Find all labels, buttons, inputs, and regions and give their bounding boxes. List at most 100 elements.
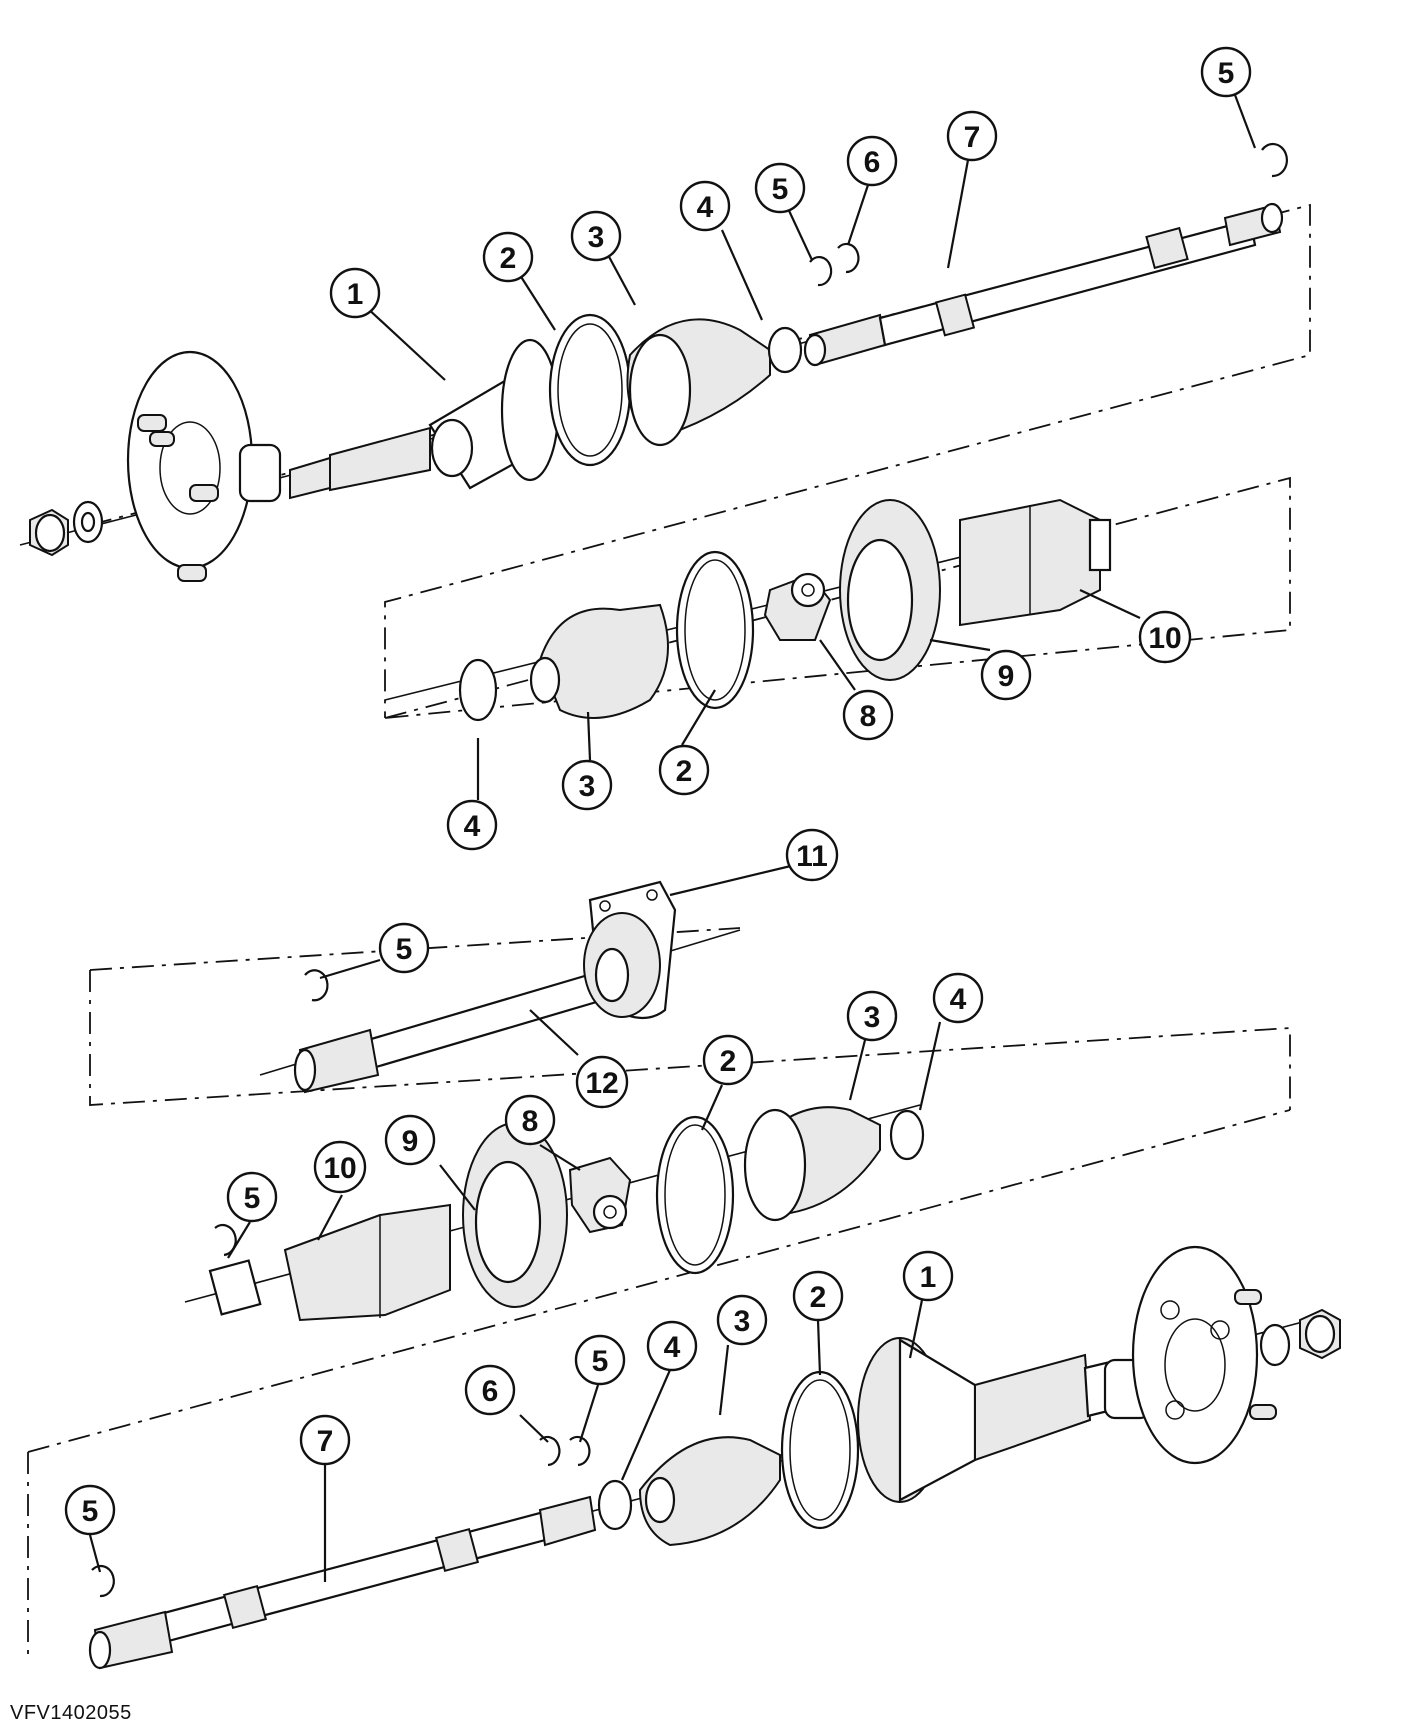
callout-bubble: 4 — [646, 1320, 698, 1372]
callout-bubble: 12 — [575, 1055, 629, 1109]
callout-bubble: 8 — [504, 1094, 556, 1146]
cv-boot-row4 — [743, 1106, 881, 1222]
svg-text:1: 1 — [347, 278, 364, 311]
lower-shaft-assembly — [88, 1245, 1341, 1670]
cv-boot-lower — [638, 1436, 781, 1547]
callout-bubble: 7 — [299, 1414, 351, 1466]
svg-text:4: 4 — [697, 191, 714, 224]
callout-bubble: 5 — [64, 1484, 116, 1536]
svg-text:3: 3 — [734, 1305, 751, 1338]
svg-text:5: 5 — [82, 1495, 99, 1528]
callout-bubble: 2 — [658, 744, 710, 796]
shaft-upper — [878, 202, 1284, 347]
svg-text:4: 4 — [464, 810, 481, 843]
svg-text:2: 2 — [720, 1045, 737, 1078]
svg-text:5: 5 — [244, 1182, 261, 1215]
callout-bubble: 10 — [313, 1140, 367, 1194]
callout-bubble: 5 — [574, 1334, 626, 1386]
upper-shaft-assembly — [19, 142, 1289, 582]
wheel-hub-upper — [126, 350, 282, 582]
callout-bubble: 4 — [679, 180, 731, 232]
callout-bubble: 9 — [980, 649, 1032, 701]
cv-boot-upper — [626, 318, 771, 447]
svg-text:6: 6 — [864, 146, 881, 179]
callout-bubble: 10 — [1138, 610, 1192, 664]
callout-bubble: 7 — [946, 110, 998, 162]
callout-bubble: 4 — [932, 972, 984, 1024]
circlip-row3 — [304, 969, 329, 1002]
hub-nut-lower — [1299, 1308, 1341, 1360]
svg-text:3: 3 — [579, 770, 596, 803]
callout-bubble: 5 — [754, 162, 806, 214]
tulip-housing-row4 — [208, 1203, 451, 1322]
svg-text:7: 7 — [964, 121, 981, 154]
bearing-plate-row4 — [462, 1122, 568, 1308]
hub-nut-upper — [29, 508, 69, 557]
svg-text:12: 12 — [585, 1067, 618, 1100]
svg-text:8: 8 — [860, 700, 877, 733]
svg-text:10: 10 — [1148, 622, 1181, 655]
callout-bubble: 2 — [792, 1270, 844, 1322]
svg-text:11: 11 — [796, 840, 828, 873]
tripod-row2 — [763, 572, 832, 641]
inner-joint-assembly-upper — [384, 498, 1112, 722]
svg-text:3: 3 — [864, 1001, 881, 1034]
svg-text:2: 2 — [500, 242, 517, 275]
callout-bubble: 5 — [1200, 46, 1252, 98]
circlip-upper-a — [809, 255, 833, 287]
clamp-ring-lower — [780, 1370, 860, 1530]
tripod-row4 — [568, 1156, 632, 1234]
callout-bubble: 3 — [846, 990, 898, 1042]
splined-section-upper — [803, 313, 887, 367]
tulip-housing-row2 — [959, 498, 1112, 627]
washer-upper — [72, 500, 104, 544]
shaft-row3 — [293, 968, 612, 1094]
intermediate-shaft-assembly — [259, 880, 741, 1094]
snap-ring-row2 — [458, 658, 498, 722]
svg-text:5: 5 — [1218, 57, 1235, 90]
callout-bubble: 8 — [842, 689, 894, 741]
callout-bubble: 11 — [785, 828, 839, 882]
svg-text:7: 7 — [317, 1425, 334, 1458]
callout-bubble: 1 — [329, 267, 381, 319]
callout-bubble: 2 — [482, 231, 534, 283]
svg-text:5: 5 — [592, 1345, 609, 1378]
svg-text:4: 4 — [664, 1331, 681, 1364]
callout-bubble: 5 — [226, 1171, 278, 1223]
callout-bubble: 3 — [570, 210, 622, 262]
callout-bubble: 4 — [446, 799, 498, 851]
clamp-ring-row4 — [655, 1115, 735, 1275]
cv-boot-row2 — [529, 603, 669, 719]
svg-text:4: 4 — [950, 983, 967, 1016]
svg-text:1: 1 — [920, 1261, 937, 1294]
svg-text:3: 3 — [588, 221, 605, 254]
svg-text:5: 5 — [396, 933, 413, 966]
snap-ring-row4 — [889, 1109, 925, 1161]
spacer-ring-lower — [539, 1435, 561, 1467]
snap-ring-lower — [597, 1479, 633, 1531]
callout-bubble: 2 — [702, 1034, 754, 1086]
figure-id-label: VFV1402055 — [10, 1702, 132, 1724]
callouts: 1 2 3 4 5 5 6 7 4 3 2 8 9 10 11 5 12 10 … — [64, 46, 1252, 1536]
callout-bubble: 9 — [384, 1114, 436, 1166]
clamp-ring-upper — [548, 313, 632, 467]
callout-bubble: 6 — [846, 135, 898, 187]
callout-bubble: 3 — [561, 759, 613, 811]
callout-bubble: 1 — [902, 1250, 954, 1302]
circlip-upper-end — [1261, 142, 1289, 178]
spacer-ring-upper — [837, 242, 860, 274]
snap-ring-upper — [767, 326, 803, 374]
circlip-lower-a — [569, 1435, 591, 1467]
svg-text:8: 8 — [522, 1105, 539, 1138]
svg-text:2: 2 — [676, 755, 693, 788]
inner-joint-assembly-lower — [184, 1104, 925, 1322]
svg-text:10: 10 — [323, 1152, 356, 1185]
clamp-ring-row2 — [675, 550, 755, 710]
bearing-bracket-row3 — [583, 880, 677, 1020]
svg-text:9: 9 — [998, 660, 1015, 693]
outer-cv-joint-lower — [857, 1337, 1114, 1503]
callout-bubble: 3 — [716, 1294, 768, 1346]
washer-lower — [1259, 1323, 1291, 1367]
callout-bubble: 5 — [378, 922, 430, 974]
